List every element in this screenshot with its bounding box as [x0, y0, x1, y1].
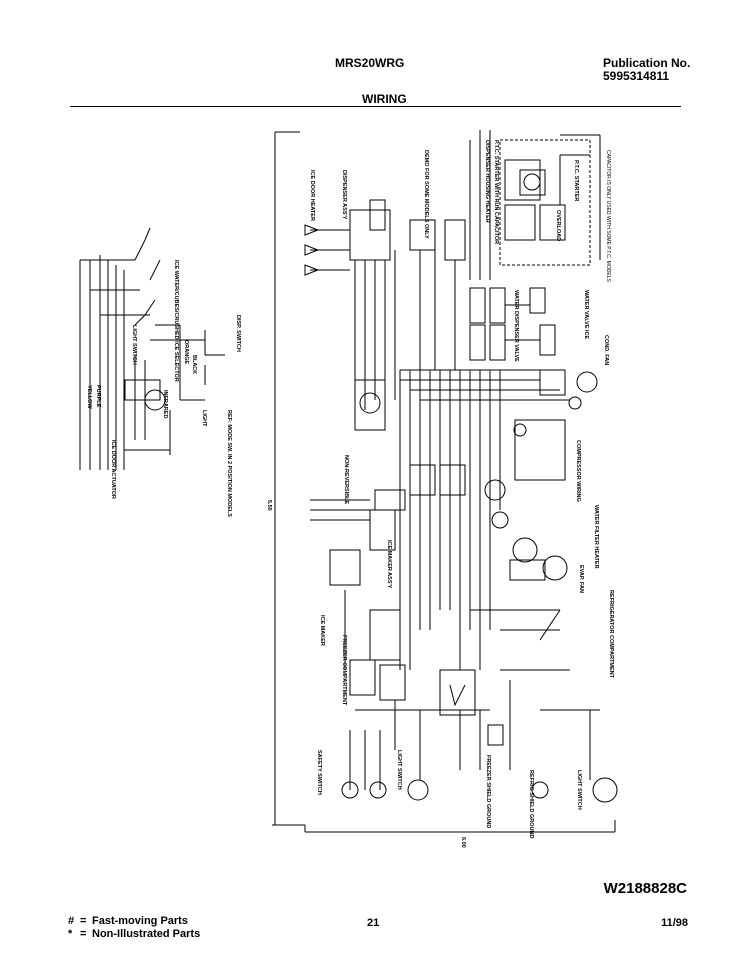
label-refrig-shield-ground: REFRIG SHIELD GROUND [528, 770, 534, 838]
label-overload: OVERLOAD [555, 210, 561, 241]
wiring-diagram: ICE WATER/CUBES/CRUSHED ICE SELECTOR LIG… [79, 130, 618, 848]
schematic-label-ice-door: ICE DOOR ACTUATOR [110, 440, 116, 499]
footer-date: 11/98 [661, 917, 688, 929]
dimension-left: 5.50 [266, 500, 272, 511]
label-freezer-shield-ground: FREEZER SHIELD GROUND [485, 755, 491, 828]
drawing-code: W2188828C [603, 880, 687, 897]
schematic-label-orange: ORANGE [183, 340, 189, 364]
label-refrigerator-compartment: REFRIGERATOR COMPARTMENT [608, 590, 614, 679]
label-ice-maker: ICE MAKER [319, 615, 325, 646]
legend-item-fast-moving: #=Fast-moving Parts [68, 915, 188, 927]
schematic-label-light-switch: LIGHT SWITCH [131, 325, 137, 365]
page-number: 21 [367, 917, 380, 929]
schematic-label-black: BLACK [191, 355, 197, 374]
label-light-switch-1: LIGHT SWITCH [396, 750, 402, 790]
legend-symbol: * [68, 928, 73, 940]
publication-block: Publication No. 5995314811 [603, 57, 690, 83]
label-ptc-run-cap: P.T.C. STARTER WITH RUN CAPACITOR [493, 140, 499, 244]
schematic-label-yellow: YELLOW [86, 385, 92, 409]
label-water-dispenser-valve: WATER DISPENSER VALVE [513, 290, 519, 362]
label-compressor-wiring: COMPRESSOR WIRING [575, 440, 581, 502]
legend-text: Non-Illustrated Parts [92, 928, 201, 940]
legend-text: Fast-moving Parts [92, 915, 188, 927]
top-connectors [304, 130, 591, 410]
label-cond-fan: COND. FAN [603, 335, 609, 365]
label-ptc-starter: P.T.C. STARTER [573, 160, 579, 201]
label-water-valve-ice: WATER VALVE ICE [583, 290, 589, 340]
schematic-label-infrared: INFRARED [162, 390, 168, 418]
schematic-label-light: LIGHT [201, 410, 207, 427]
wire-bundle [310, 370, 618, 803]
schematic-label-selector: ICE WATER/CUBES/CRUSHED ICE SELECTOR [173, 260, 179, 382]
label-demo: DEMO FOR SOME MODELS ONLY [423, 150, 429, 239]
header-rule [70, 106, 681, 107]
valves [354, 287, 598, 431]
label-safety-switch: SAFETY SWITCH [316, 750, 322, 795]
dimension-bottom: 6.00 [460, 837, 466, 848]
label-non-reversible: NON-REVERSIBLE [343, 455, 349, 505]
section-title: WIRING [362, 92, 407, 106]
schematic-label-disp-switch: DISP. SWITCH [235, 315, 241, 352]
label-freezer-compartment: FREEZER COMPARTMENT [341, 635, 347, 706]
label-housing-heater: DISPENSER HOUSING HEATER [484, 140, 490, 223]
schematic-label-note: REF: MODE SW. IN 2 POSITION MODELS [226, 410, 232, 517]
label-evap-fan: EVAP. FAN [578, 565, 584, 593]
label-ice-maker-assy: ICE MAKER ASS'Y [386, 540, 392, 589]
label-capacitor-note: CAPACITOR IS ONLY USED WITH SOME P.T.C. … [605, 150, 611, 282]
dispenser-schematic [79, 227, 225, 470]
label-dispenser-assy: DISPENSER ASS'Y [341, 170, 347, 220]
publication-label: Publication No. [603, 56, 691, 70]
legend-symbol: # [68, 915, 75, 927]
model-number: MRS20WRG [335, 56, 405, 70]
schematic-label-purple: PURPLE [95, 385, 101, 408]
main-wiring-frame [272, 131, 616, 833]
legend: #=Fast-moving Parts *=Non-Illustrated Pa… [68, 915, 200, 941]
label-ice-door-heater: ICE DOOR HEATER [309, 170, 315, 221]
label-water-filter-heater: WATER FILTER HEATER [593, 505, 599, 569]
legend-item-non-illustrated: *=Non-Illustrated Parts [68, 928, 201, 940]
label-light-switch-2: LIGHT SWITCH [576, 770, 582, 810]
publication-number: 5995314811 [603, 69, 670, 83]
